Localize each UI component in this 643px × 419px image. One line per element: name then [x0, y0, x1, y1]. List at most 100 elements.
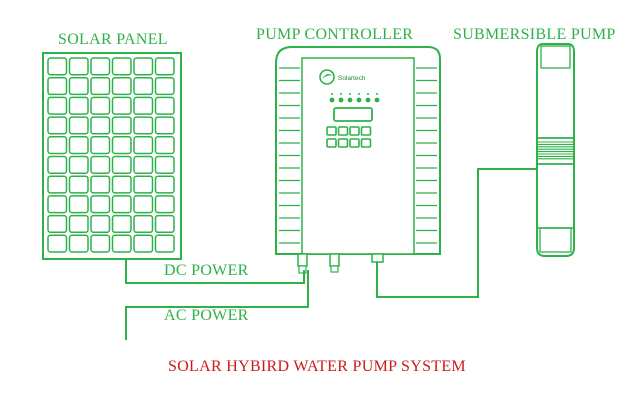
solar-cell: [68, 96, 89, 115]
dc-power-wire: [125, 259, 305, 284]
solar-cell: [111, 155, 132, 174]
solar-cell: [133, 96, 154, 115]
controller-cable-glands: [297, 253, 384, 274]
solar-cell: [68, 116, 89, 135]
dc-power-label: DC POWER: [164, 262, 249, 279]
solar-cell: [111, 96, 132, 115]
pump-body: [536, 43, 575, 257]
solar-cell: [111, 175, 132, 194]
solar-cell: [111, 57, 132, 76]
solar-cell: [90, 57, 111, 76]
solar-cell: [68, 195, 89, 214]
solar-cell: [68, 214, 89, 234]
submersible-pump: [536, 43, 575, 257]
solar-cell: [154, 57, 175, 76]
status-led: [356, 97, 362, 103]
status-led: [329, 97, 335, 103]
solar-cell: [68, 234, 89, 253]
solar-panel-cells: [47, 57, 175, 253]
controller-brand-label: Solartech: [338, 75, 366, 82]
solar-cell: [68, 57, 89, 76]
pump-controller-label: PUMP CONTROLLER: [256, 26, 414, 43]
pump-controller: Solartech: [275, 46, 441, 274]
solar-cell: [47, 116, 68, 135]
solar-cell: [47, 214, 68, 234]
controller-status-leds: [329, 93, 380, 103]
solar-cell: [133, 195, 154, 214]
solar-cell: [47, 155, 68, 174]
solartech-logo-icon: [319, 69, 335, 85]
led-label-dot: [349, 93, 351, 95]
status-led: [365, 97, 371, 103]
solar-cell: [154, 195, 175, 214]
solar-cell: [154, 116, 175, 135]
solar-cell: [154, 136, 175, 155]
solar-cell: [68, 76, 89, 96]
solar-cell: [111, 76, 132, 96]
system-title: SOLAR HYBIRD WATER PUMP SYSTEM: [168, 358, 466, 375]
keypad-button: [326, 126, 337, 136]
solar-cell: [90, 96, 111, 115]
solar-cell: [133, 214, 154, 234]
ac-power-label: AC POWER: [164, 307, 249, 324]
wiring: [125, 168, 538, 340]
solar-cell: [47, 57, 68, 76]
solar-cell: [154, 214, 175, 234]
solar-cell: [47, 96, 68, 115]
solar-cell: [133, 234, 154, 253]
solar-cell: [68, 155, 89, 174]
solar-cell: [90, 116, 111, 135]
solar-cell: [154, 96, 175, 115]
keypad-button: [360, 138, 372, 148]
solar-cell: [90, 195, 111, 214]
solar-cell: [47, 195, 68, 214]
solar-cell: [47, 76, 68, 96]
solar-cell: [154, 234, 175, 253]
keypad-button: [349, 138, 360, 148]
solar-cell: [68, 175, 89, 194]
controller-front-panel: [301, 57, 415, 255]
solar-cell: [133, 57, 154, 76]
controller-keypad: [326, 126, 372, 148]
solar-cell: [133, 155, 154, 174]
solar-cell: [111, 214, 132, 234]
controller-right-fins: [416, 67, 437, 244]
solar-cell: [47, 175, 68, 194]
solar-cell: [154, 155, 175, 174]
led-label-dot: [358, 93, 360, 95]
solar-cell: [47, 234, 68, 253]
solar-cell: [47, 136, 68, 155]
solar-cell: [111, 234, 132, 253]
led-label-dot: [331, 93, 333, 95]
led-label-dot: [376, 93, 378, 95]
controller-left-fins: [279, 67, 300, 244]
pump-cable: [376, 168, 538, 298]
status-led: [347, 97, 353, 103]
solar-cell: [68, 136, 89, 155]
led-label-dot: [367, 93, 369, 95]
pump-top-cap: [540, 45, 571, 69]
solar-cell: [90, 214, 111, 234]
keypad-button: [326, 138, 337, 148]
solar-cell: [90, 155, 111, 174]
solar-cell: [133, 116, 154, 135]
solar-cell: [90, 76, 111, 96]
pump-base-ring: [539, 227, 572, 253]
keypad-button: [360, 126, 372, 136]
controller-lcd-display: [333, 107, 373, 122]
solar-cell: [154, 76, 175, 96]
solar-cell: [90, 175, 111, 194]
status-led: [338, 97, 344, 103]
status-led: [374, 97, 380, 103]
solar-cell: [111, 116, 132, 135]
keypad-button: [337, 126, 349, 136]
solar-panel-label: SOLAR PANEL: [58, 31, 168, 48]
keypad-button: [337, 138, 349, 148]
solar-cell: [133, 136, 154, 155]
solar-panel: [42, 52, 182, 260]
solar-cell: [111, 136, 132, 155]
solar-cell: [133, 175, 154, 194]
solar-cell: [154, 175, 175, 194]
